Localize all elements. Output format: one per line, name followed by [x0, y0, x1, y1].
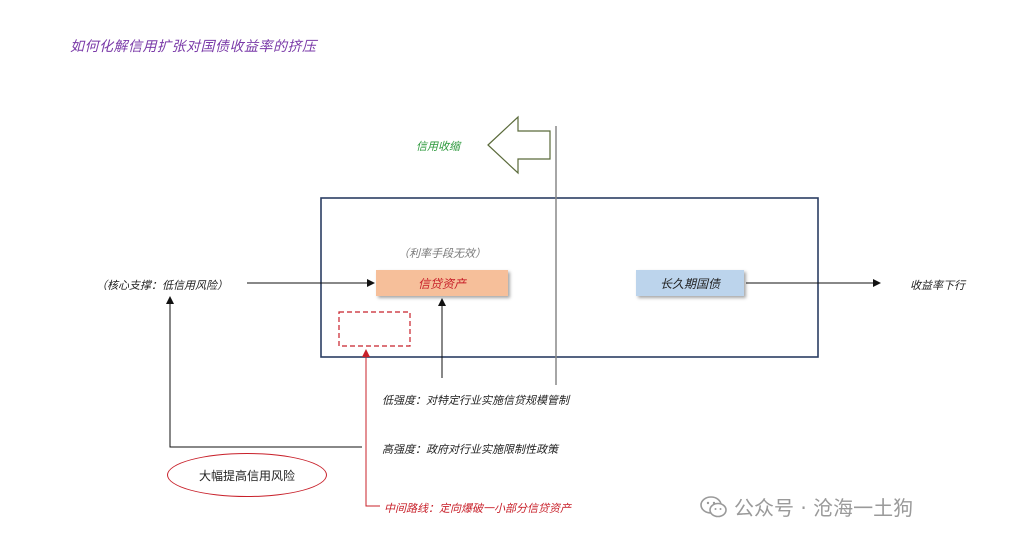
targeted-blast-box	[338, 311, 411, 347]
main-frame	[320, 197, 819, 358]
rate-tools-label: （利率手段无效）	[398, 247, 486, 260]
low-intensity-label: 低强度：对特定行业实施信贷规模管制	[382, 394, 569, 407]
yield-down-label: 收益率下行	[910, 279, 965, 292]
middle-route-path	[362, 349, 380, 507]
credit-contraction-label: 信用收缩	[416, 140, 460, 153]
page-title: 如何化解信用扩张对国债收益率的挤压	[70, 39, 317, 55]
wechat-icon	[700, 495, 727, 517]
high-intensity-label: 高强度：政府对行业实施限制性政策	[382, 443, 558, 456]
credit-contraction-arrow	[487, 115, 551, 175]
long-term-bonds-box: 长久期国债	[636, 270, 744, 296]
middle-route-label: 中间路线：定向爆破一小部分信贷资产	[384, 502, 571, 515]
core-support-label: （核心支撑：低信用风险）	[96, 279, 228, 292]
credit-assets-box: 信贷资产	[376, 270, 508, 296]
raise-credit-risk-ellipse: 大幅提高信用风险	[167, 453, 327, 497]
watermark-text: 公众号 · 沧海一土狗	[734, 496, 914, 520]
watermark: 公众号 · 沧海一土狗	[700, 492, 913, 521]
high-intensity-path	[166, 296, 362, 448]
